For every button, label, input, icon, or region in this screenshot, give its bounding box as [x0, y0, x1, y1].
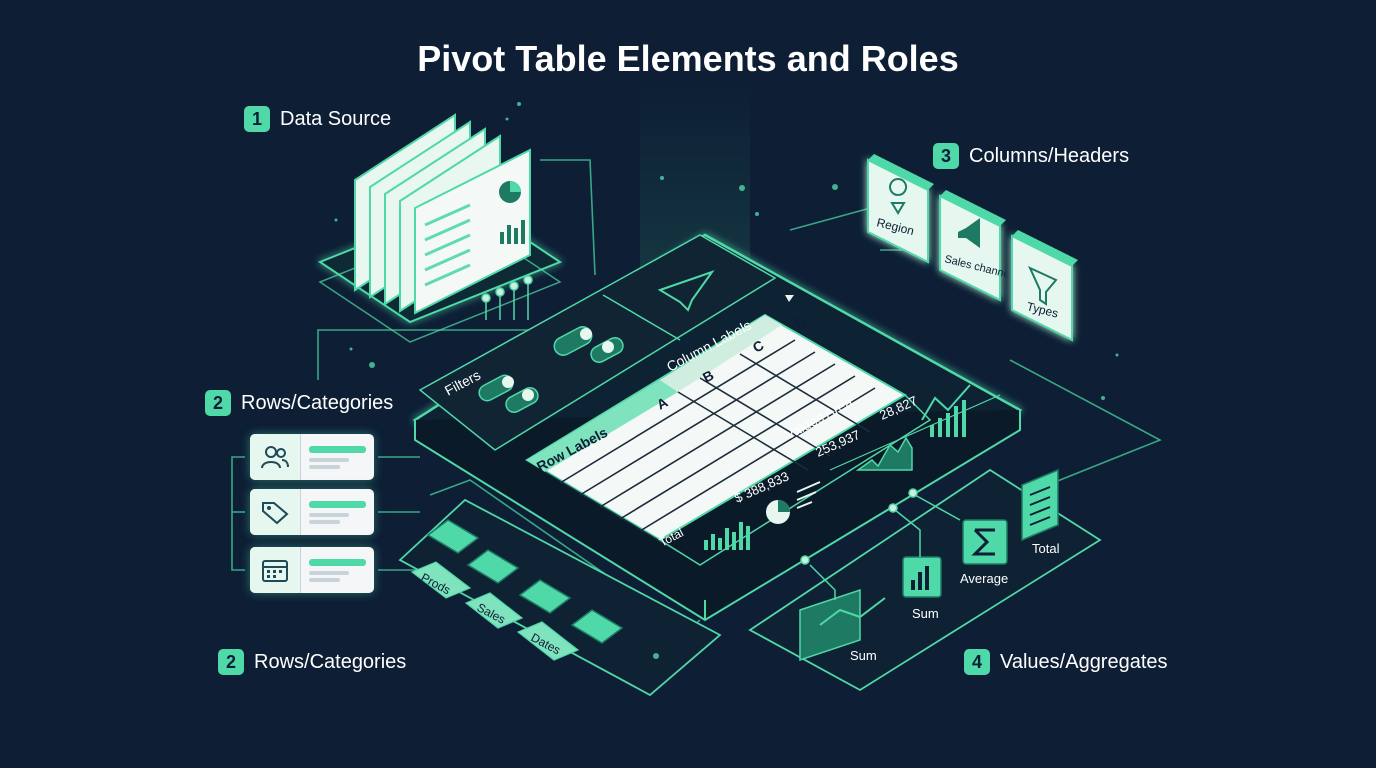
row-card-tags: [250, 489, 374, 535]
decorative-dots: [334, 102, 1119, 659]
tag-icon: [250, 489, 301, 535]
row-card-calendar: [250, 547, 374, 593]
funnel-icon: [1027, 265, 1058, 306]
section-label-rows-bottom: 2 Rows/Categories: [218, 649, 406, 675]
pivot-table-platform: [412, 233, 1023, 622]
section-label-text: Columns/Headers: [969, 144, 1130, 167]
section-label-data-source: 1 Data Source: [244, 106, 391, 132]
section-number-badge: 3: [933, 143, 959, 169]
page-title: Pivot Table Elements and Roles: [417, 38, 959, 79]
agg-sum-mid: Sum: [912, 606, 939, 621]
users-icon: [250, 434, 301, 480]
section-label-columns: 3 Columns/Headers: [933, 143, 1129, 169]
section-label-rows-top: 2 Rows/Categories: [205, 390, 393, 416]
section-label-text: Rows/Categories: [241, 391, 394, 414]
document-icon: [1021, 468, 1059, 542]
tag-icon-graphic: [262, 502, 289, 525]
sigma-icon: [962, 519, 1008, 565]
region-card: Region: [867, 154, 934, 264]
map-pin-icon: [889, 178, 907, 215]
rows-platform: Prods Sales Dates: [398, 498, 722, 697]
section-label-text: Rows/Categories: [254, 650, 407, 673]
agg-average: Average: [960, 571, 1008, 586]
data-source-stack: [317, 113, 563, 343]
types-card: Types: [1011, 230, 1078, 342]
agg-total: Total: [1032, 541, 1060, 556]
values-platform: Sum Sum Average Total: [748, 468, 1102, 692]
sales-channels-card: Sales channels: [939, 190, 1019, 302]
section-number-badge: 1: [244, 106, 270, 132]
section-number-badge: 2: [205, 390, 231, 416]
column-cards: Region Sales channels Types: [867, 154, 1078, 342]
calendar-icon: [250, 547, 301, 593]
users-icon-graphic: [261, 446, 289, 469]
section-number-badge: 2: [218, 649, 244, 675]
section-number-badge: 4: [964, 649, 990, 675]
section-label-text: Values/Aggregates: [1000, 650, 1168, 673]
row-card-users: [250, 434, 374, 480]
section-label-values: 4 Values/Aggregates: [964, 649, 1168, 675]
bar-chart-icon: [902, 556, 942, 598]
megaphone-icon: [958, 218, 980, 248]
calendar-icon-graphic: [262, 560, 288, 582]
agg-sum-bottom: Sum: [850, 648, 877, 663]
section-label-text: Data Source: [280, 107, 392, 130]
